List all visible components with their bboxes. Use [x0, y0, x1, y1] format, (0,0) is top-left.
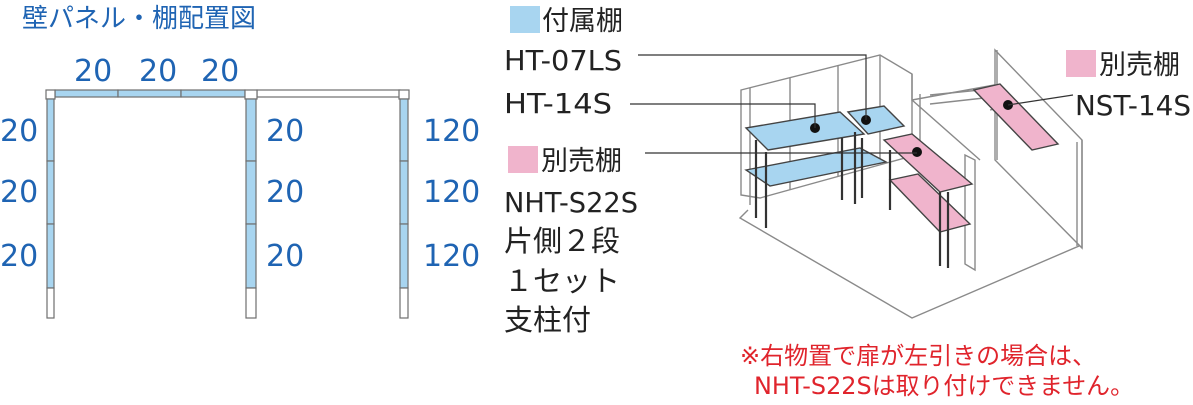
top-panel-label-2: 20 — [139, 54, 177, 89]
legend-swatch-included — [510, 6, 540, 33]
middle-panel-label-1: 20 — [266, 114, 304, 149]
legend: 付属棚 HT-07LS HT-14S 別売棚 NHT-S22S 片側２段 １セッ… — [504, 6, 1191, 337]
leader-ht07ls — [638, 54, 867, 120]
label-ht07ls: HT-07LS — [504, 44, 622, 77]
shelf-ht07ls — [846, 105, 906, 135]
leader-nst14s — [1007, 94, 1074, 106]
top-panel-label-1: 20 — [74, 54, 112, 89]
left-post-bottom — [46, 287, 55, 319]
middle-post-bottom — [245, 287, 257, 319]
shelf-nhts22s-lower — [888, 173, 972, 233]
marker-nhts22s — [912, 147, 922, 157]
legend-swatch-separate-2 — [1066, 50, 1096, 77]
label-nhts22s-desc-1: 片側２段 — [504, 224, 620, 258]
legend-separate-shelf-2: 別売棚 — [1099, 50, 1180, 81]
label-nhts22s: NHT-S22S — [504, 186, 638, 219]
legend-included-shelf: 付属棚 — [542, 6, 623, 37]
shelf-legs — [754, 132, 864, 228]
left-panel-label-2: 20 — [0, 175, 38, 210]
right-panel-3 — [399, 223, 409, 289]
shelf-nhts22s-legs — [888, 150, 950, 268]
middle-panel-3 — [245, 223, 257, 289]
middle-post-top — [244, 89, 258, 100]
middle-panel-1 — [245, 98, 257, 162]
shelf-nhts22s-upper — [882, 133, 974, 193]
shelf-ht14s-lower — [744, 147, 889, 187]
top-right-segment — [256, 89, 401, 98]
right-panel-label-2: 120 — [423, 175, 480, 210]
left-panel-1 — [46, 98, 55, 162]
label-nhts22s-desc-2: １セット — [504, 264, 620, 298]
left-panel-label-3: 20 — [0, 239, 38, 274]
shed-floor — [738, 209, 1080, 319]
middle-panel-label-2: 20 — [266, 175, 304, 210]
middle-partition — [964, 153, 976, 272]
leader-ht14s — [630, 103, 816, 128]
top-panel-3 — [180, 89, 246, 98]
label-nst14s: NST-14S — [1075, 89, 1191, 122]
left-panel-2 — [46, 160, 55, 225]
shelf-ht14s-upper — [744, 111, 866, 151]
legend-separate-shelf-1: 別売棚 — [541, 146, 622, 177]
middle-panel-label-3: 20 — [266, 239, 304, 274]
legend-swatch-separate-1 — [508, 146, 538, 173]
shelf-nst14s — [972, 83, 1060, 151]
right-post-top — [398, 89, 410, 100]
note-line-2: NHT-S22Sは取り付けできません。 — [754, 372, 1134, 400]
top-panel-2 — [117, 89, 182, 98]
note-line-1: ※右物置で扉が左引きの場合は、 — [740, 342, 1096, 370]
label-ht14s: HT-14S — [504, 87, 612, 120]
middle-panel-2 — [245, 160, 257, 225]
right-post-bottom — [399, 287, 409, 319]
top-panel-1 — [54, 89, 119, 98]
right-panel-label-1: 120 — [423, 114, 480, 149]
left-post-top — [45, 89, 56, 100]
shed-3d-illustration — [630, 48, 1083, 319]
top-panel-label-3: 20 — [201, 54, 239, 89]
left-panel-3 — [46, 223, 55, 289]
label-nhts22s-desc-3: 支柱付 — [504, 303, 591, 337]
right-panel-2 — [399, 160, 409, 225]
floor-plan: 20 20 20 20 20 20 20 20 20 120 120 120 — [0, 54, 480, 319]
right-panel-1 — [399, 98, 409, 162]
left-panel-label-1: 20 — [0, 114, 38, 149]
diagram-title: 壁パネル・棚配置図 — [22, 4, 256, 34]
right-panel-label-3: 120 — [423, 239, 480, 274]
